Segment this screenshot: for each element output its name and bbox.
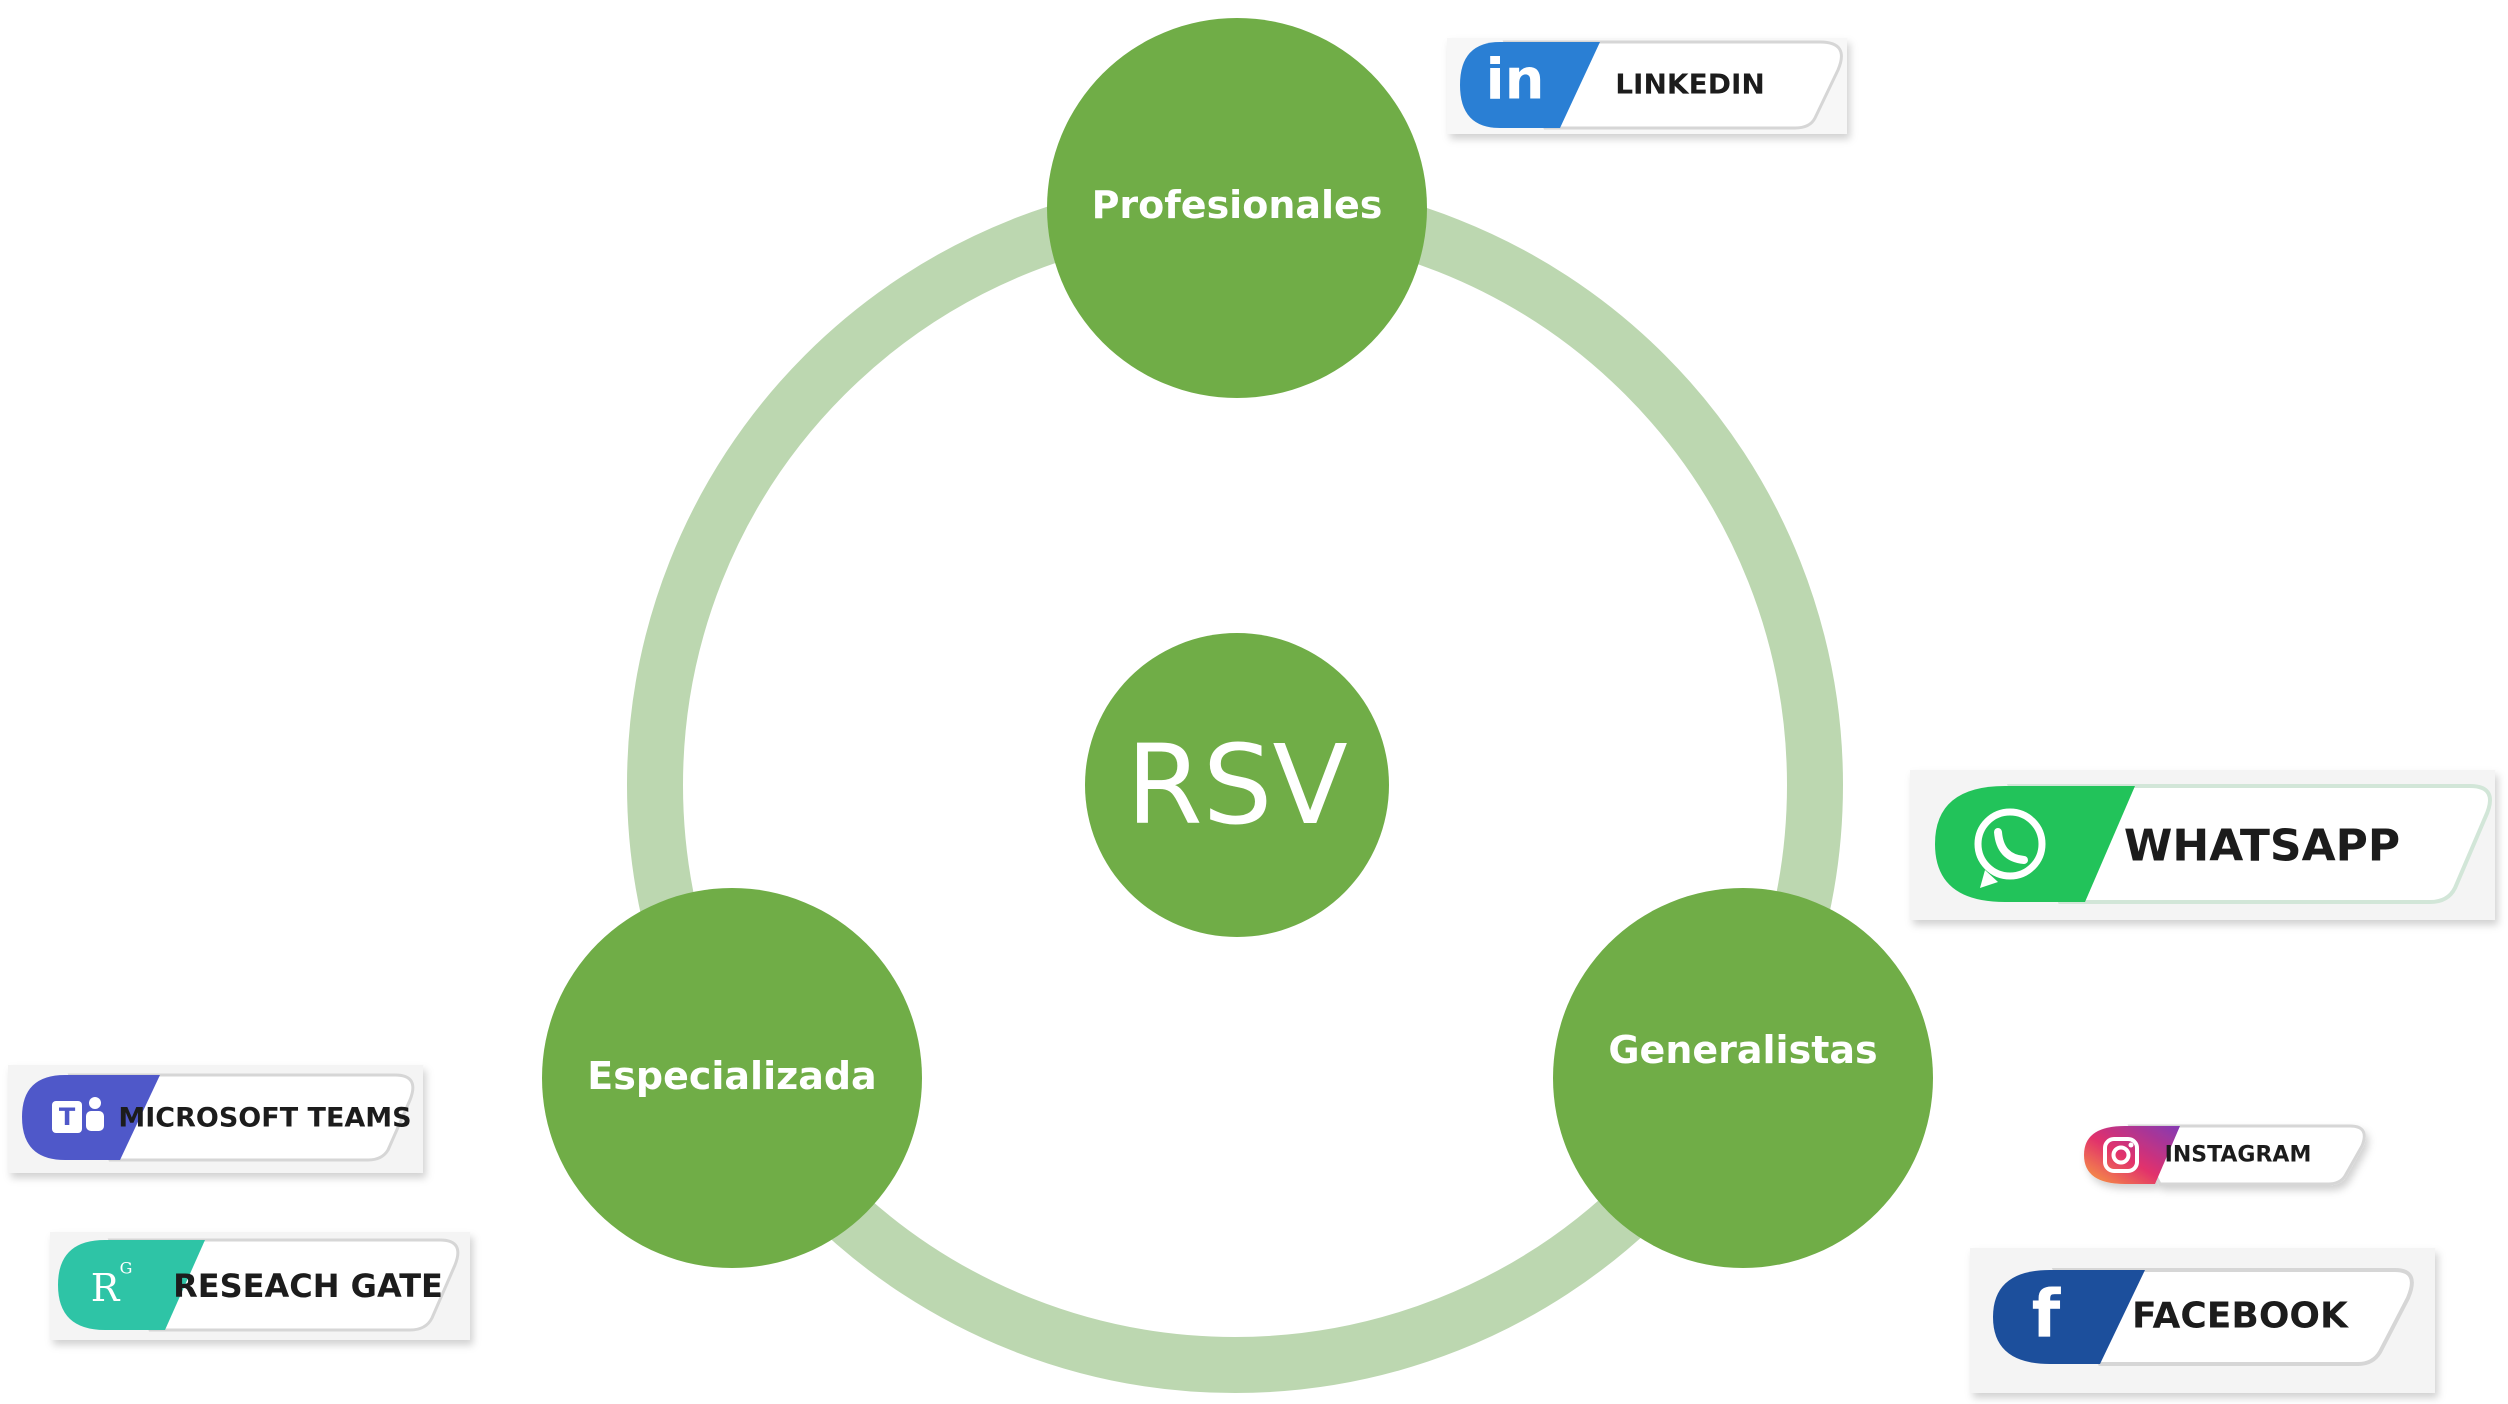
facebook-badge[interactable]: f FACEBOOK xyxy=(1970,1248,2435,1393)
node-profesionales: Profesionales xyxy=(1047,18,1427,398)
node-especializada-label: Especializada xyxy=(587,1054,876,1098)
researchgate-icon: R G xyxy=(91,1259,133,1311)
instagram-badge[interactable]: INSTAGRAM xyxy=(2084,1124,2366,1186)
node-generalistas: Generalistas xyxy=(1553,888,1933,1268)
linkedin-icon-swoosh xyxy=(1460,42,1600,128)
center-node: RSV xyxy=(1085,633,1389,937)
node-generalistas-label: Generalistas xyxy=(1608,1028,1877,1072)
node-profesionales-label: Profesionales xyxy=(1092,183,1383,227)
whatsapp-label: WHATSAPP xyxy=(2124,821,2400,872)
svg-text:G: G xyxy=(120,1259,133,1278)
facebook-icon: f xyxy=(2032,1276,2062,1353)
microsoft-teams-badge-plate xyxy=(67,1073,415,1162)
facebook-badge-plate xyxy=(2051,1268,2414,1366)
research-gate-badge[interactable]: R G RESEACH GATE xyxy=(50,1232,470,1340)
node-especializada: Especializada xyxy=(542,888,922,1268)
center-circle xyxy=(1085,633,1389,937)
svg-text:T: T xyxy=(59,1103,76,1131)
linkedin-label: LINKEDIN xyxy=(1615,68,1765,101)
teams-icon: T xyxy=(52,1097,104,1133)
svg-text:R: R xyxy=(91,1266,121,1310)
microsoft-teams-badge[interactable]: T MICROSOFT TEAMS xyxy=(8,1065,423,1173)
research-gate-badge-plate xyxy=(107,1238,460,1332)
linkedin-badge[interactable]: in LINKEDIN xyxy=(1447,38,1847,134)
researchgate-icon-swoosh xyxy=(58,1240,205,1330)
instagram-badge-plate xyxy=(2127,1124,2366,1186)
node-generalistas-circle xyxy=(1553,888,1933,1268)
instagram-label: INSTAGRAM xyxy=(2165,1143,2312,1168)
whatsapp-badge-plate xyxy=(2006,784,2492,904)
whatsapp-icon xyxy=(1974,808,2046,888)
node-especializada-circle xyxy=(542,888,922,1268)
linkedin-icon: in xyxy=(1485,48,1544,113)
node-profesionales-circle xyxy=(1047,18,1427,398)
research-gate-label: RESEACH GATE xyxy=(173,1267,443,1305)
facebook-label: FACEBOOK xyxy=(2132,1296,2349,1337)
microsoft-teams-label: MICROSOFT TEAMS xyxy=(118,1103,411,1134)
center-label: RSV xyxy=(1126,721,1348,849)
whatsapp-badge[interactable]: WHATSAPP xyxy=(1910,770,2495,920)
facebook-icon-swoosh xyxy=(1993,1270,2145,1364)
instagram-icon xyxy=(2103,1137,2139,1173)
